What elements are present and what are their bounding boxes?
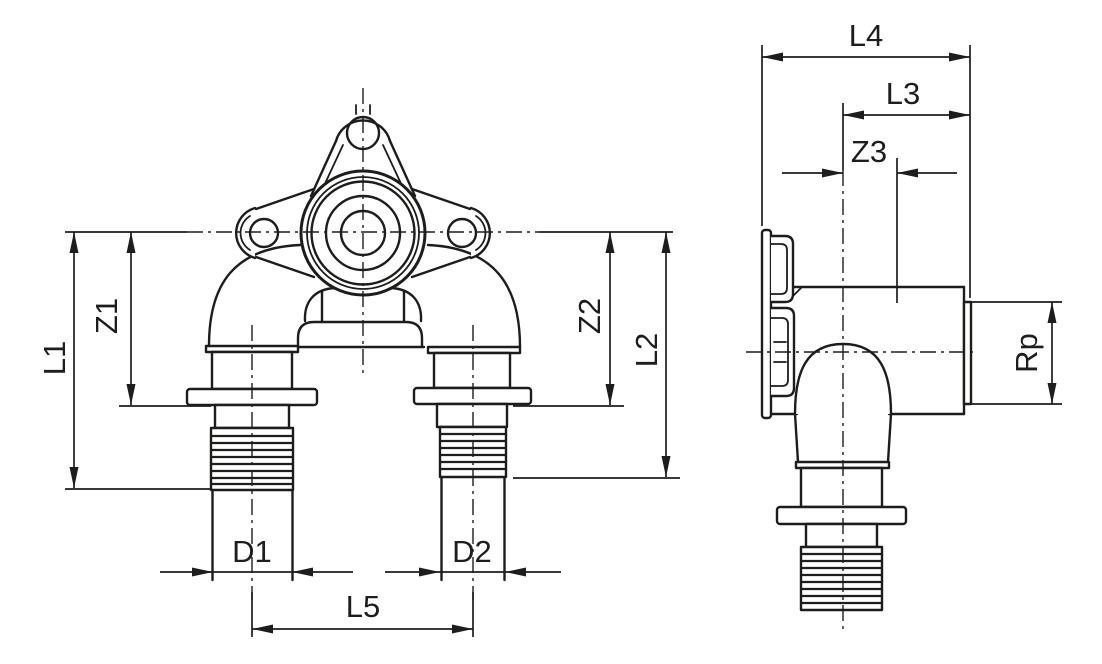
dim-label-d2: D2 bbox=[452, 534, 492, 569]
side-wall-plate bbox=[760, 228, 802, 420]
dim-label-z3: Z3 bbox=[851, 134, 887, 169]
dim-label-z2: Z2 bbox=[572, 298, 607, 334]
dim-z2: Z2 bbox=[513, 232, 624, 407]
front-center-bridge bbox=[294, 320, 426, 349]
side-upper-tab bbox=[769, 234, 802, 304]
dim-label-l4: L4 bbox=[849, 18, 883, 53]
dim-label-l3: L3 bbox=[886, 76, 920, 111]
dim-label-l2: L2 bbox=[629, 333, 664, 367]
dim-l3: L3 bbox=[843, 76, 970, 120]
dim-z1: Z1 bbox=[89, 232, 211, 407]
side-centerlines bbox=[746, 170, 978, 632]
side-elbow bbox=[775, 342, 908, 612]
front-right-tab bbox=[410, 187, 492, 279]
front-centerlines bbox=[187, 88, 539, 600]
dim-d2: D2 bbox=[385, 534, 561, 577]
dim-l5: L5 bbox=[251, 589, 474, 637]
front-dimensions: L1 Z1 Z2 L2 bbox=[37, 231, 680, 637]
dim-d1: D1 bbox=[160, 534, 353, 577]
dim-rp: Rp bbox=[971, 301, 1062, 405]
side-dimensions: L4 L3 Z3 Rp bbox=[761, 18, 1062, 405]
front-view: L1 Z1 Z2 L2 bbox=[37, 88, 680, 637]
dim-l1: L1 bbox=[37, 232, 210, 490]
dim-label-l1: L1 bbox=[37, 341, 72, 375]
dim-label-rp: Rp bbox=[1009, 333, 1044, 373]
side-body bbox=[769, 285, 973, 416]
dim-label-l5: L5 bbox=[346, 589, 380, 624]
dim-l2: L2 bbox=[513, 232, 680, 479]
dim-label-z1: Z1 bbox=[89, 298, 124, 334]
side-thread-socket-end bbox=[962, 300, 973, 406]
front-left-tab bbox=[234, 187, 316, 279]
front-elbow-arcs bbox=[207, 243, 522, 349]
dim-l4: L4 bbox=[762, 18, 970, 62]
side-view: L4 L3 Z3 Rp bbox=[746, 18, 1062, 632]
dim-z3: Z3 bbox=[782, 134, 957, 178]
side-ribs bbox=[801, 552, 882, 605]
